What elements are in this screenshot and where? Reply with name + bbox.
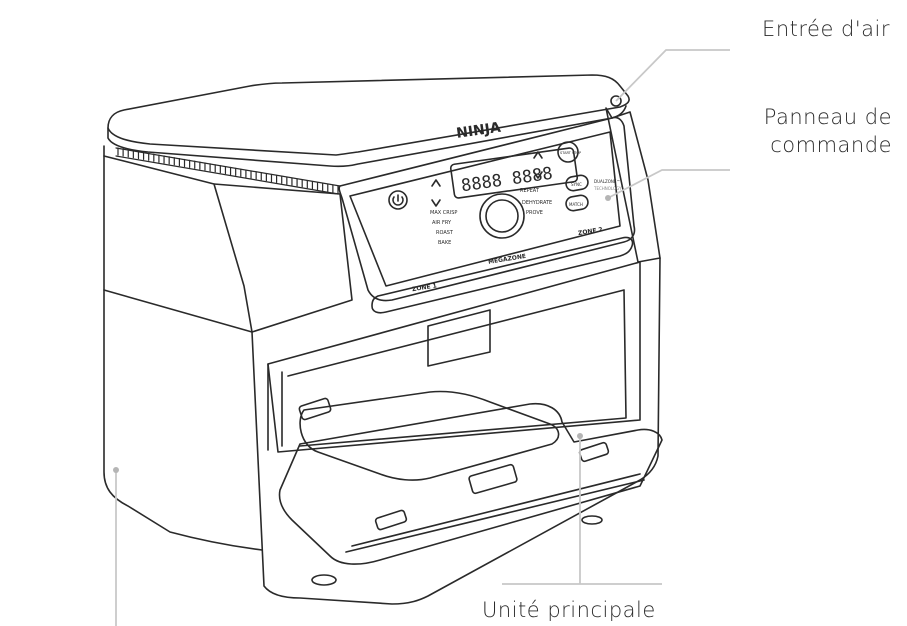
dualzone-label: DUALZONE™ [594, 179, 620, 184]
control-dial-inner [485, 199, 519, 233]
marker-control-panel [605, 195, 611, 201]
basket-handle [468, 463, 518, 495]
match-button[interactable] [565, 194, 589, 212]
bottom-clip-right [578, 441, 610, 463]
label-control-panel-line2: commande [770, 133, 892, 157]
zone-bar [371, 236, 634, 314]
drawer-cavity-wall [427, 309, 491, 367]
marker-main-unit [577, 433, 583, 439]
function-repeat: REPEAT [520, 188, 540, 194]
function-air-fry: AIR FRY [432, 220, 452, 226]
brand-logo: NINJA [455, 120, 502, 142]
drawer-opening [267, 261, 641, 453]
lid-top [107, 74, 630, 156]
function-bake: BAKE [438, 240, 451, 246]
display [449, 147, 579, 199]
body-left-face [103, 155, 253, 333]
zone1-label: ZONE 1 [412, 282, 438, 293]
control-panel [338, 116, 636, 302]
function-dehydrate: DEHYDRATE [522, 200, 552, 206]
power-icon [392, 194, 404, 206]
bottom-clip-left [374, 509, 408, 531]
control-dial[interactable] [479, 193, 525, 239]
air-vent-left [115, 147, 341, 195]
leader-air-inlet [615, 49, 730, 102]
power-button[interactable] [388, 190, 408, 210]
drawer-left-wall [267, 363, 283, 451]
left-clip [298, 397, 332, 421]
zone2-label: ZONE 2 [578, 226, 604, 237]
dualzone-label-2: TECHNOLOGY [593, 186, 622, 191]
drawer-back [287, 289, 627, 447]
function-max-crisp: MAX CRISP [430, 210, 457, 216]
label-control-panel-line1: Panneau de [763, 105, 892, 129]
function-prove: PROVE [526, 210, 543, 216]
match-label: MATCH [569, 202, 583, 207]
arrow-down-left [431, 199, 441, 207]
label-air-inlet: Entrée d'air [762, 17, 890, 41]
arrow-up-right [533, 151, 543, 159]
body-front-band [251, 257, 661, 605]
leader-control-panel [607, 169, 730, 199]
foot-left [311, 574, 337, 586]
foot-right [581, 515, 603, 525]
marker-body [113, 467, 119, 473]
sync-label: SYNC [571, 182, 582, 187]
body-shell-left [103, 145, 263, 551]
main-unit [278, 402, 663, 565]
sync-button[interactable] [565, 174, 589, 192]
control-panel-inner [349, 131, 621, 287]
basket-front-edge [345, 473, 645, 553]
basket-tray [299, 390, 560, 481]
arrow-down-right [533, 171, 543, 179]
megazone-label: MEGAZONE [488, 253, 527, 266]
leader-main-unit [502, 436, 662, 585]
arrow-up-left [431, 179, 441, 187]
start-stop-button[interactable] [557, 141, 579, 163]
body-left-panel [213, 183, 353, 333]
lid-edge [107, 105, 627, 168]
function-roast: ROAST [436, 230, 454, 236]
start-stop-label: START STOP [560, 151, 581, 155]
label-main-unit: Unité principale [482, 598, 656, 622]
